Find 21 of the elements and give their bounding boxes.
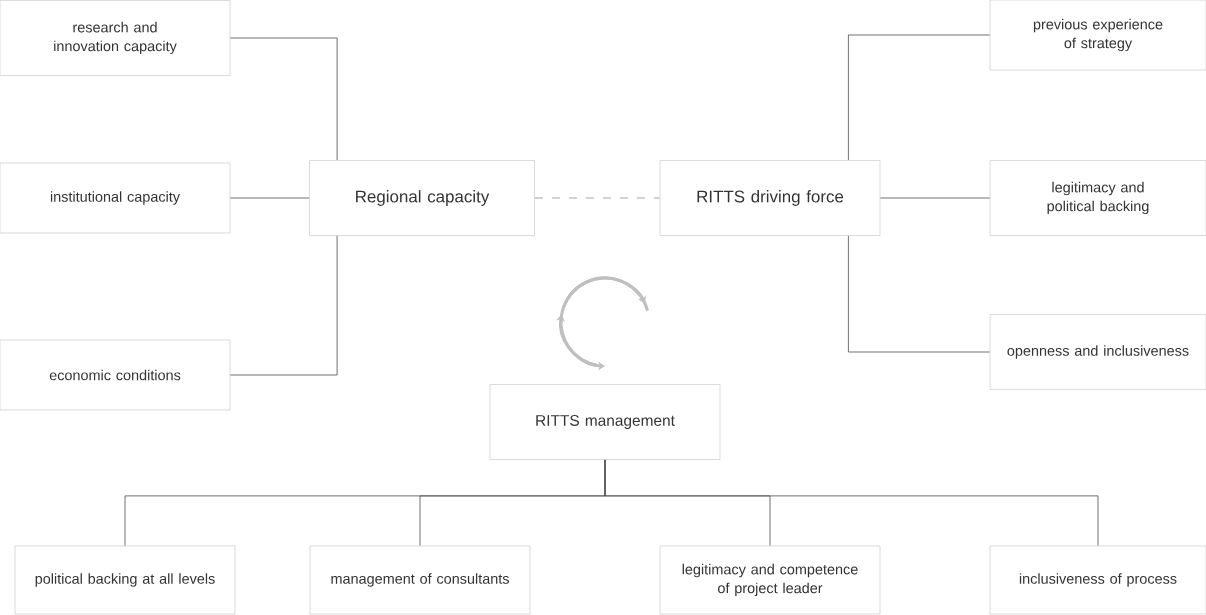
factor-box: inclusiveness of process (989, 545, 1206, 615)
factor-box: legitimacy and competence of project leader (659, 545, 881, 615)
connector-line (604, 459, 1099, 546)
factor-box: legitimacy and political backing (989, 160, 1206, 236)
factor-box: economic conditions (0, 339, 231, 411)
concept-box: Regional capacity (309, 160, 535, 236)
connector-line (230, 37, 338, 161)
concept-box: RITTS driving force (659, 160, 881, 236)
factor-box: management of consultants (309, 545, 531, 615)
factor-box: openness and inclusiveness (989, 314, 1206, 390)
connector-line (230, 235, 338, 376)
connector-line (848, 235, 990, 353)
concept-box: RITTS management (489, 384, 721, 460)
factor-box: political backing at all levels (14, 545, 236, 615)
connector-line (230, 197, 310, 199)
factor-box: institutional capacity (0, 162, 231, 234)
factor-box: previous experience of strategy (989, 0, 1206, 71)
connector-line (848, 34, 990, 161)
connector-line (534, 197, 661, 199)
connector-line (880, 197, 990, 199)
factor-box: research and innovation capacity (0, 0, 231, 76)
